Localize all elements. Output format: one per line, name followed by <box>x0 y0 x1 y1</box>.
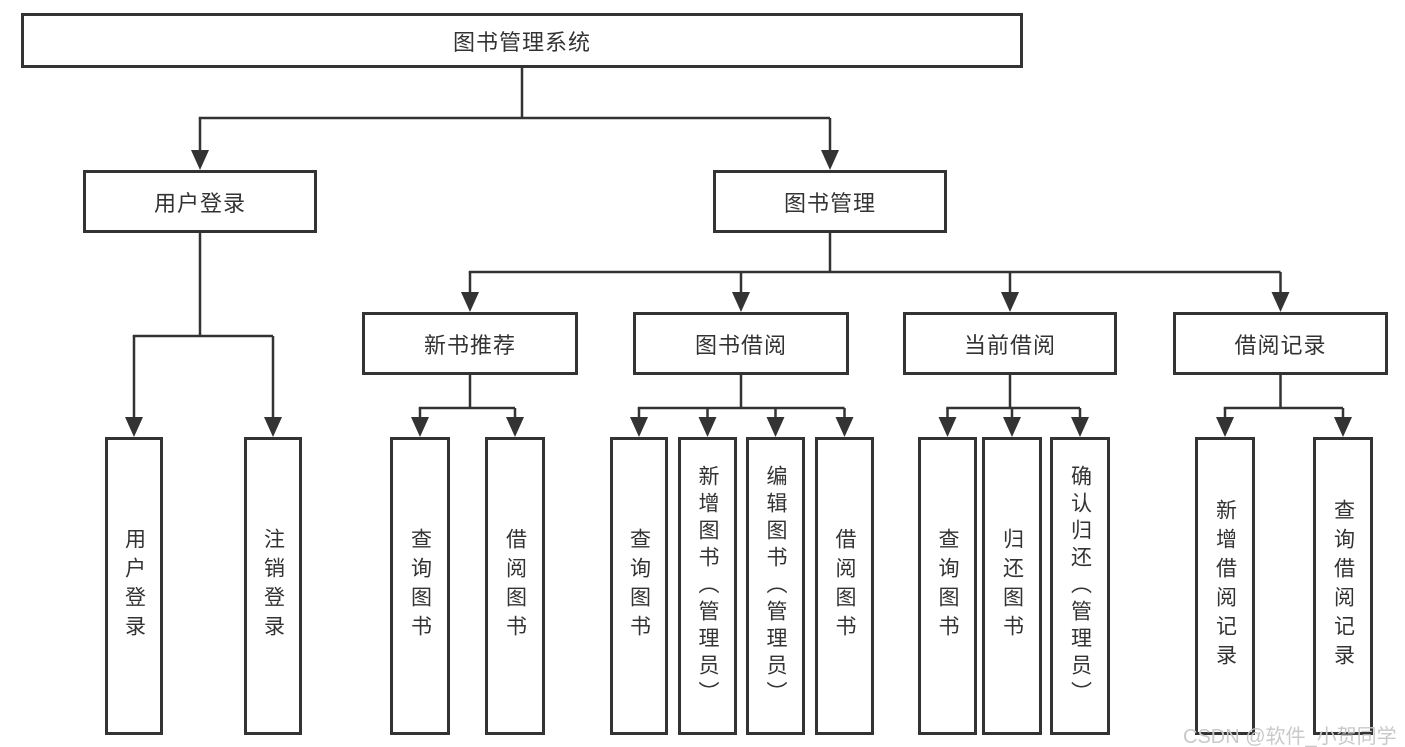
leaf-bb-edit-book-admin: 编辑图书（管理员） <box>746 437 805 735</box>
leaf-br-query-record: 查询借阅记录 <box>1313 437 1373 735</box>
node-root: 图书管理系统 <box>21 13 1023 68</box>
node-book-management: 图书管理 <box>713 170 947 233</box>
node-current-borrow: 当前借阅 <box>903 312 1117 375</box>
leaf-cb-query-book: 查询图书 <box>918 437 977 735</box>
leaf-bb-query-book: 查询图书 <box>610 437 668 735</box>
arrow-heads <box>125 150 1352 437</box>
leaf-bb-borrow-book: 借阅图书 <box>815 437 874 735</box>
node-book-borrow: 图书借阅 <box>633 312 849 375</box>
csdn-watermark: CSDN @软件_小贺同学 <box>1183 726 1397 747</box>
leaf-cb-confirm-return-admin: 确认归还（管理员） <box>1050 437 1110 735</box>
leaf-logout: 注销登录 <box>244 437 302 735</box>
leaf-nbr-query-book: 查询图书 <box>390 437 450 735</box>
leaf-br-add-record: 新增借阅记录 <box>1195 437 1255 735</box>
leaf-nbr-borrow-book: 借阅图书 <box>485 437 545 735</box>
leaf-cb-return-book: 归还图书 <box>982 437 1042 735</box>
node-user-login: 用户登录 <box>83 170 317 233</box>
node-borrow-records: 借阅记录 <box>1173 312 1388 375</box>
node-new-book-recommend: 新书推荐 <box>362 312 578 375</box>
leaf-user-login: 用户登录 <box>105 437 163 735</box>
leaf-bb-add-book-admin: 新增图书（管理员） <box>678 437 737 735</box>
